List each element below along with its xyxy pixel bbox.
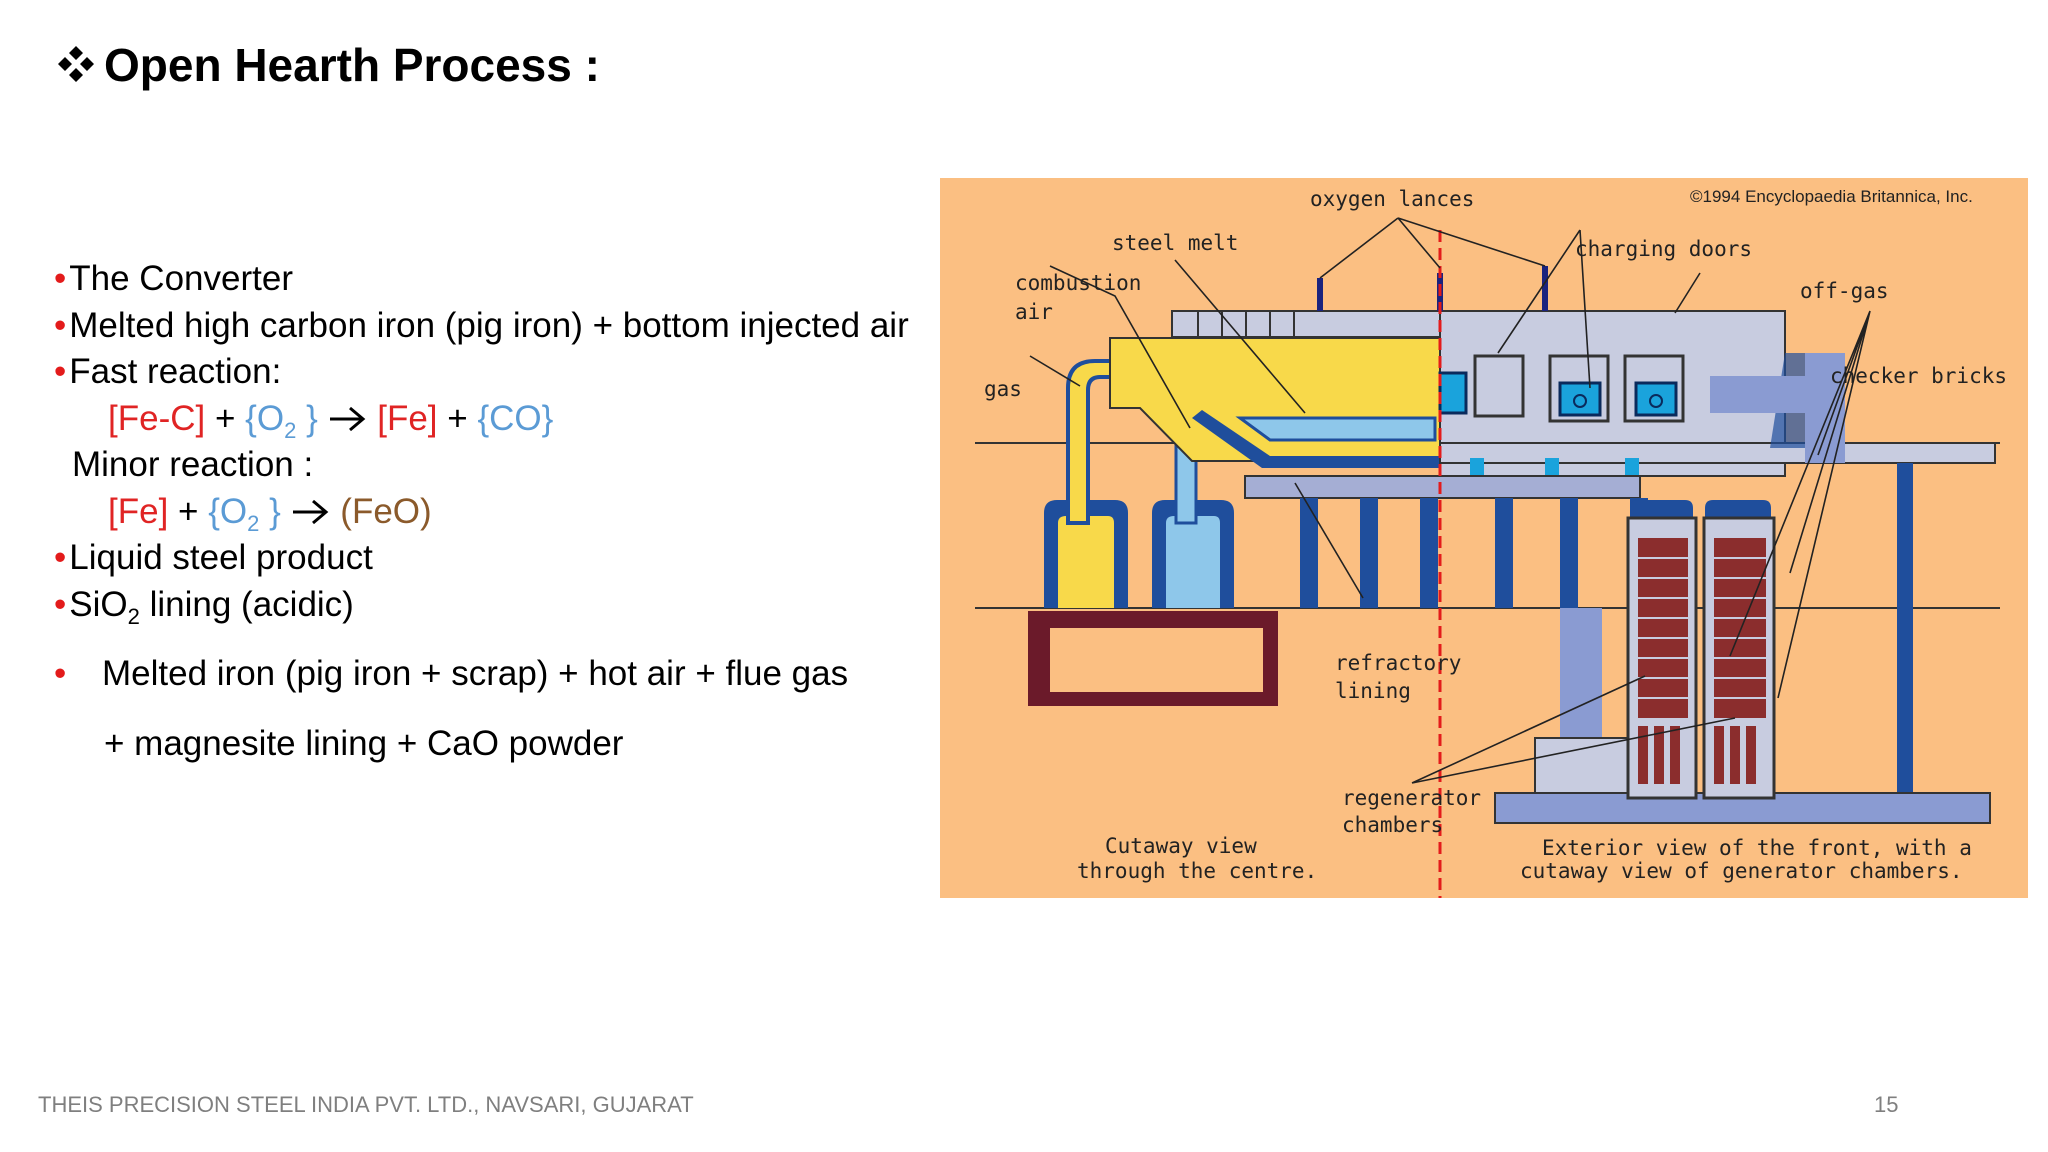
label-oxygen-lances: oxygen lances (1310, 187, 1474, 211)
bullet-converter: •The Converter (54, 259, 293, 298)
label-refractory-lining: lining (1335, 679, 1411, 703)
charging-door (1473, 354, 1525, 418)
bullet-continuation: + magnesite lining + CaO powder (104, 724, 624, 763)
bullet-dot: • (54, 352, 67, 391)
label-gas: gas (984, 377, 1022, 401)
bullet-dot: • (54, 584, 67, 624)
checker-bricks (1714, 538, 1766, 718)
label-steel-melt: steel melt (1112, 231, 1238, 255)
caption-cutaway: through the centre. (1077, 859, 1317, 883)
right-arrow-icon (329, 406, 365, 431)
bullet-dot: • (54, 305, 67, 345)
bullet-melted-iron-scrap: •Melted iron (pig iron + scrap) + hot ai… (54, 654, 849, 693)
caption-exterior: Exterior view of the front, with a (1542, 836, 1972, 860)
checker-bricks (1638, 538, 1688, 718)
hearth-lining (1192, 410, 1440, 468)
steel-melt-bath (1235, 416, 1437, 442)
label-off-gas: off-gas (1800, 279, 1889, 303)
label-combustion-air: air (1015, 300, 1053, 324)
label-refractory-lining: refractory (1335, 651, 1461, 675)
furnace-base (1244, 475, 1641, 499)
right-arrow-icon (292, 499, 328, 524)
charging-platform (1439, 442, 1996, 464)
title-text: Open Hearth Process : (104, 39, 600, 91)
bullet-fast-reaction: •Fast reaction: (54, 352, 282, 391)
bullet-melted-iron: •Melted high carbon iron (pig iron) + bo… (54, 305, 909, 345)
caption-cutaway: Cutaway view (1105, 834, 1257, 858)
label-regenerator-chambers: regenerator (1342, 786, 1481, 810)
bullet-liquid-steel: •Liquid steel product (54, 538, 373, 577)
reaction-main: [Fe-C] + {O2 } [Fe] + {CO} (108, 398, 554, 443)
minor-reaction-label: Minor reaction : (72, 445, 314, 484)
label-checker-bricks: checker bricks (1830, 364, 2007, 388)
footer-company: THEIS PRECISION STEEL INDIA PVT. LTD., N… (38, 1092, 694, 1117)
reaction-minor: [Fe] + {O2 } (FeO) (108, 491, 432, 536)
bullet-sio2-lining: •SiO2 lining (acidic) (54, 584, 354, 629)
bullet-dot: • (54, 259, 67, 298)
label-charging-doors: charging doors (1575, 237, 1752, 261)
label-regenerator-chambers: chambers (1342, 813, 1443, 837)
label-combustion-air: combustion (1015, 271, 1141, 295)
open-hearth-furnace-diagram: ©1994 Encyclopaedia Britannica, Inc. oxy… (940, 178, 2028, 898)
four-diamonds-icon (58, 46, 94, 82)
bullet-list: •The Converter •Melted high carbon iron … (54, 256, 954, 628)
caption-exterior: cutaway view of generator chambers. (1520, 859, 1963, 883)
bullet-dot: • (54, 654, 67, 693)
page-number: 15 (1874, 1092, 1899, 1117)
bullet-dot: • (54, 538, 67, 577)
slide-title: Open Hearth Process : (56, 38, 600, 92)
copyright-label: ©1994 Encyclopaedia Britannica, Inc. (1690, 187, 1973, 206)
